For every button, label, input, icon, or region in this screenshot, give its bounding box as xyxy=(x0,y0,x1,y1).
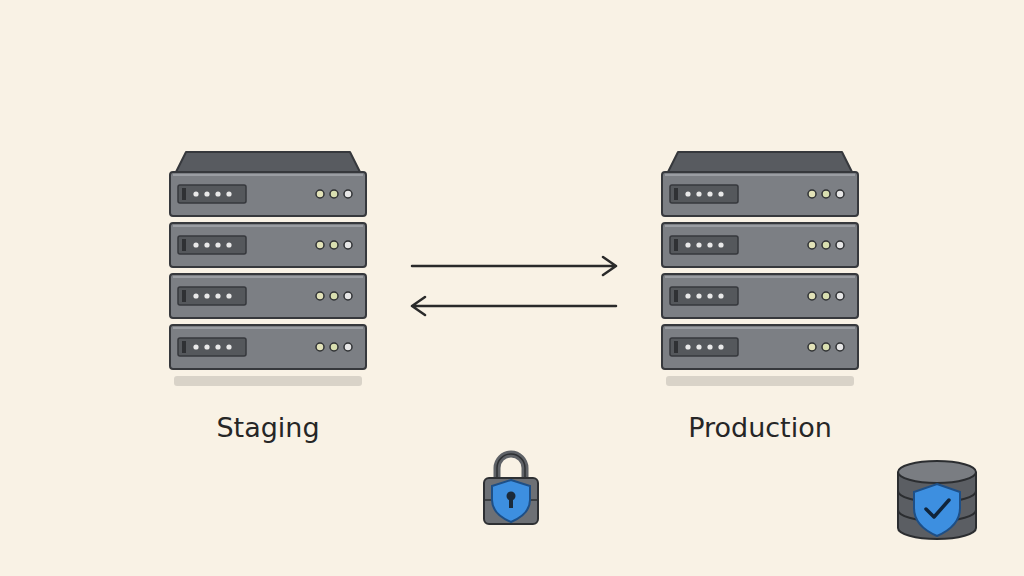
server-label: Production xyxy=(620,412,900,443)
sync-arrow xyxy=(412,257,616,275)
lock-icon xyxy=(484,454,538,524)
server-node: Staging xyxy=(168,150,368,450)
server-label: Staging xyxy=(128,412,408,443)
sync-arrow xyxy=(412,297,616,315)
server-rack xyxy=(660,150,860,390)
server-rack xyxy=(168,150,368,390)
server-node: Production xyxy=(660,150,860,450)
database-shield-icon xyxy=(898,461,976,539)
